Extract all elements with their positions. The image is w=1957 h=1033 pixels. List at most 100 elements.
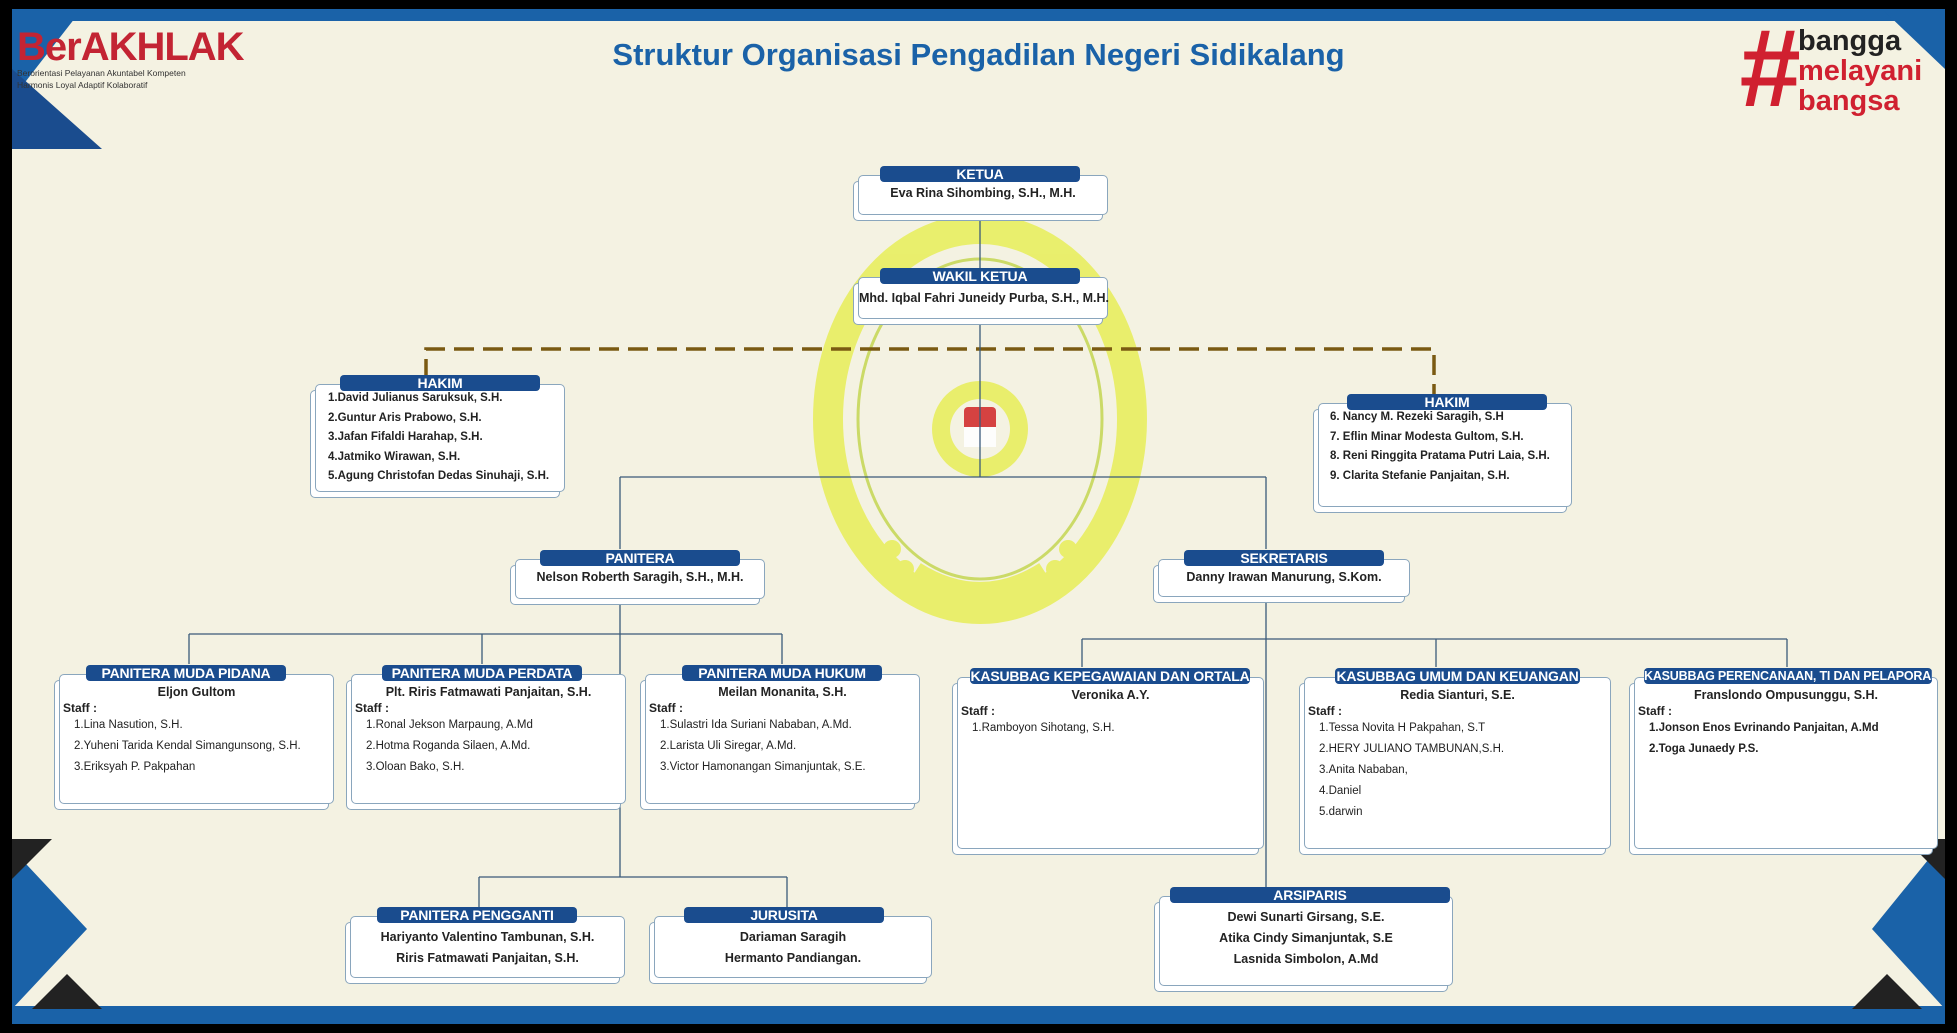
jurusita-member: Dariaman Saragih <box>739 930 847 944</box>
panitera-muda-perdata-staff: Staff : 1.Ronal Jekson Marpaung, A.Md 2.… <box>352 699 625 778</box>
panitera-muda-pidana-staff: Staff : 1.Lina Nasution, S.H. 2.Yuheni T… <box>60 699 333 778</box>
berakhlak-logo: BerAKHLAK Berorientasi Pelayanan Akuntab… <box>17 25 245 91</box>
hakim-member: 2.Guntur Aris Prabowo, S.H. <box>328 411 482 424</box>
panitera-header: PANITERA <box>540 550 740 566</box>
staff-member: 2.Toga Junaedy P.S. <box>1649 743 1759 755</box>
corner-decoration-bottom-left <box>12 849 87 1009</box>
hashtag-icon: # <box>1738 9 1800 130</box>
panitera-muda-perdata-name: Plt. Riris Fatmawati Panjaitan, S.H. <box>385 685 592 699</box>
staff-label: Staff : <box>1308 704 1342 718</box>
kasubbag-kepegawaian-box: KASUBBAG KEPEGAWAIAN DAN ORTALA Veronika… <box>957 668 1264 849</box>
staff-member: 2.Larista Uli Siregar, A.Md. <box>660 740 797 752</box>
corner-decoration-bottom-left-dark <box>12 839 52 879</box>
hakim-member: 3.Jafan Fifaldi Harahap, S.H. <box>328 431 483 443</box>
kasubbag-umum-header: KASUBBAG UMUM DAN KEUANGAN <box>1335 668 1580 684</box>
panitera-muda-pidana-box: PANITERA MUDA PIDANA Eljon Gultom Staff … <box>59 665 334 804</box>
hakim-right-list: 6. Nancy M. Rezeki Saragih, S.H 7. Eflin… <box>1319 404 1571 486</box>
kasubbag-perencanaan-name: Franslondo Ompusunggu, S.H. <box>1693 688 1879 702</box>
staff-member: 3.Eriksyah P. Pakpahan <box>74 761 196 773</box>
berakhlak-tagline-2: Harmonis Loyal Adaptif Kolaboratif <box>17 80 148 90</box>
staff-label: Staff : <box>355 701 389 715</box>
kasubbag-kepegawaian-name: Veronika A.Y. <box>1071 688 1150 702</box>
hakim-member: 6. Nancy M. Rezeki Saragih, S.H <box>1330 411 1504 423</box>
panitera-muda-hukum-box: PANITERA MUDA HUKUM Meilan Monanita, S.H… <box>645 665 920 804</box>
sekretaris-header: SEKRETARIS <box>1184 550 1384 566</box>
staff-member: 3.Oloan Bako, S.H. <box>366 761 465 773</box>
bangga-melayani-bangsa-logo: # bangga melayani bangsa <box>1738 14 1945 134</box>
org-chart-canvas: BerAKHLAK Berorientasi Pelayanan Akuntab… <box>12 9 1945 1024</box>
hierarchy-connectors <box>188 212 1788 907</box>
ketua-name: Eva Rina Sihombing, S.H., M.H. <box>890 186 1076 200</box>
panitera-muda-hukum-name: Meilan Monanita, S.H. <box>718 685 847 699</box>
kasubbag-umum-name: Redia Sianturi, S.E. <box>1400 688 1515 702</box>
staff-label: Staff : <box>63 701 97 715</box>
logo-word-bangsa: bangsa <box>1798 85 1900 117</box>
panitera-muda-hukum-header: PANITERA MUDA HUKUM <box>682 665 882 681</box>
staff-member: 2.HERY JULIANO TAMBUNAN,S.H. <box>1319 743 1505 755</box>
staff-label: Staff : <box>961 704 995 718</box>
hakim-member: 5.Agung Christofan Dedas Sinuhaji, S.H. <box>328 470 550 482</box>
hakim-right-box: HAKIM 6. Nancy M. Rezeki Saragih, S.H 7.… <box>1318 394 1572 507</box>
ketua-box: KETUA Eva Rina Sihombing, S.H., M.H. <box>858 166 1108 215</box>
hakim-dashed-connector <box>424 347 1436 397</box>
arsiparis-member: Lasnida Simbolon, A.Md <box>1233 952 1379 966</box>
berakhlak-wordmark: BerAKHLAK <box>17 25 245 69</box>
staff-member: 4.Daniel <box>1319 785 1362 797</box>
panitera-name: Nelson Roberth Saragih, S.H., M.H. <box>536 570 744 584</box>
logo-word-melayani: melayani <box>1798 55 1923 87</box>
staff-member: 3.Anita Nababan, <box>1319 764 1408 776</box>
corner-decoration-top-left-2 <box>12 69 102 149</box>
hakim-member: 7. Eflin Minar Modesta Gultom, S.H. <box>1330 430 1524 443</box>
wakil-ketua-box: WAKIL KETUA Mhd. Iqbal Fahri Juneidy Pur… <box>858 268 1110 319</box>
panitera-muda-perdata-header: PANITERA MUDA PERDATA <box>382 665 582 681</box>
hakim-member: 1.David Julianus Saruksuk, S.H. <box>328 392 503 404</box>
jurusita-member: Hermanto Pandiangan. <box>724 951 862 965</box>
hakim-member: 9. Clarita Stefanie Panjaitan, S.H. <box>1330 469 1510 482</box>
logo-word-bangga: bangga <box>1798 25 1902 57</box>
staff-label: Staff : <box>649 701 683 715</box>
kasubbag-kepegawaian-header: KASUBBAG KEPEGAWAIAN DAN ORTALA <box>970 668 1250 684</box>
berakhlak-tagline-1: Berorientasi Pelayanan Akuntabel Kompete… <box>17 68 186 78</box>
hakim-right-header: HAKIM <box>1347 394 1547 410</box>
page-title: Struktur Organisasi Pengadilan Negeri Si… <box>612 37 1345 72</box>
arsiparis-header: ARSIPARIS <box>1170 887 1450 903</box>
staff-member: 2.Yuheni Tarida Kendal Simangunsong, S.H… <box>74 740 301 752</box>
wakil-ketua-name: Mhd. Iqbal Fahri Juneidy Purba, S.H., M.… <box>859 291 1110 305</box>
staff-member: 3.Victor Hamonangan Simanjuntak, S.E. <box>660 761 866 773</box>
corner-decoration-bottom-right <box>1872 839 1945 1009</box>
bottom-band <box>12 1006 1945 1024</box>
staff-member: 5.darwin <box>1319 806 1363 818</box>
hakim-member: 8. Reni Ringgita Pratama Putri Laia, S.H… <box>1330 450 1550 462</box>
panitera-pengganti-header: PANITERA PENGGANTI <box>377 907 577 923</box>
sekretaris-name: Danny Irawan Manurung, S.Kom. <box>1186 570 1382 584</box>
corner-decoration-bottom-left-dark-2 <box>32 974 102 1009</box>
panitera-box: PANITERA Nelson Roberth Saragih, S.H., M… <box>515 550 765 599</box>
corner-decoration-top-right <box>1882 9 1945 69</box>
wakil-ketua-header: WAKIL KETUA <box>880 268 1080 284</box>
court-seal-watermark <box>813 214 1147 624</box>
panitera-pengganti-member: Riris Fatmawati Panjaitan, S.H. <box>396 951 579 965</box>
corner-decoration-bottom-right-dark-2 <box>1852 974 1922 1009</box>
panitera-pengganti-list: Hariyanto Valentino Tambunan, S.H. Riris… <box>351 917 624 969</box>
hakim-left-box: HAKIM 1.David Julianus Saruksuk, S.H. 2.… <box>315 375 565 492</box>
kasubbag-kepegawaian-staff: Staff : 1.Ramboyon Sihotang, S.H. <box>958 702 1263 739</box>
kasubbag-perencanaan-staff: Staff : 1.Jonson Enos Evrinando Panjaita… <box>1635 702 1937 760</box>
staff-member: 1.Lina Nasution, S.H. <box>74 719 183 731</box>
staff-member: 1.Ronal Jekson Marpaung, A.Md <box>366 719 533 731</box>
jurusita-list: Dariaman Saragih Hermanto Pandiangan. <box>655 917 931 969</box>
staff-member: 1.Jonson Enos Evrinando Panjaitan, A.Md <box>1649 722 1879 734</box>
panitera-pengganti-member: Hariyanto Valentino Tambunan, S.H. <box>380 930 595 944</box>
kasubbag-umum-staff: Staff : 1.Tessa Novita H Pakpahan, S.T 2… <box>1305 702 1610 823</box>
hakim-member: 4.Jatmiko Wirawan, S.H. <box>328 450 461 463</box>
chart-background <box>12 9 1945 1024</box>
staff-member: 1.Ramboyon Sihotang, S.H. <box>972 722 1115 734</box>
panitera-muda-pidana-name: Eljon Gultom <box>157 685 236 699</box>
kasubbag-umum-box: KASUBBAG UMUM DAN KEUANGAN Redia Siantur… <box>1304 668 1611 849</box>
ketua-header: KETUA <box>880 166 1080 182</box>
panitera-pengganti-box: PANITERA PENGGANTI Hariyanto Valentino T… <box>350 907 625 978</box>
panitera-muda-perdata-box: PANITERA MUDA PERDATA Plt. Riris Fatmawa… <box>351 665 626 804</box>
arsiparis-list: Dewi Sunarti Girsang, S.E. Atika Cindy S… <box>1160 897 1452 970</box>
jurusita-header: JURUSITA <box>684 907 884 923</box>
jurusita-box: JURUSITA Dariaman Saragih Hermanto Pandi… <box>654 907 932 978</box>
corner-decoration-top-left <box>12 9 82 99</box>
